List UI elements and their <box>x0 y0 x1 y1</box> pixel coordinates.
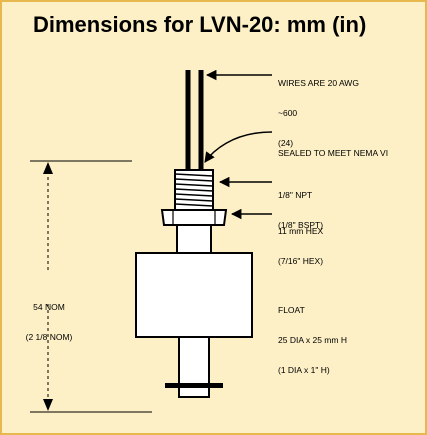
float-callout: FLOAT 25 DIA x 25 mm H (1 DIA x 1" H) <box>278 305 347 375</box>
stem-upper <box>176 224 212 254</box>
wires <box>185 70 204 172</box>
diagram-title: Dimensions for LVN-20: mm (in) <box>33 12 367 37</box>
overall-length-label: 54 NOM (2 1/8 NOM) <box>25 302 73 342</box>
overall-length-dimension <box>30 160 152 413</box>
threaded-fitting <box>174 169 214 211</box>
wires-callout: WIRES ARE 20 AWG ~600 (24) <box>278 78 359 148</box>
sealed-callout: SEALED TO MEET NEMA VI <box>278 148 389 158</box>
hex-callout: 11 mm HEX (7/16" HEX) <box>278 226 324 266</box>
retaining-clip <box>165 383 223 388</box>
float-body <box>135 252 253 338</box>
hex-nut <box>160 209 228 226</box>
leader-arrows <box>204 69 273 220</box>
npt-callout: 1/8" NPT (1/8" BSPT) <box>278 190 324 230</box>
